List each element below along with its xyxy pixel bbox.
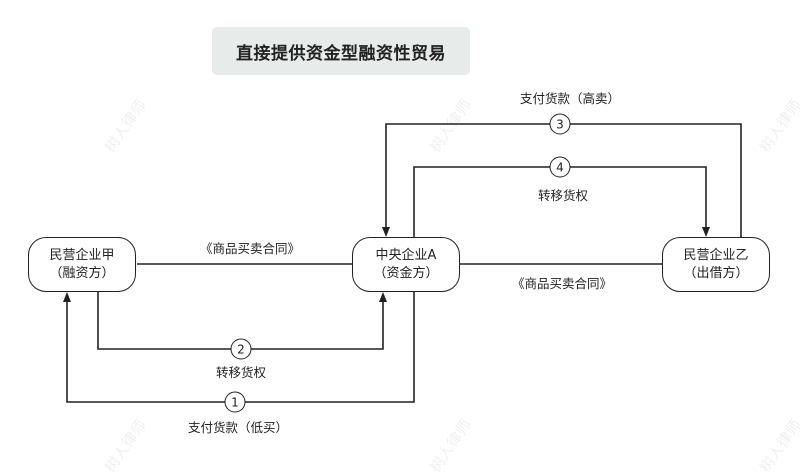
step-4-label: 转移货权 [537, 188, 589, 203]
step-3-label: 支付货款（高卖） [519, 91, 621, 106]
node-name: 民营企业甲 [49, 247, 115, 263]
contract-label-a-yi: 《商品买卖合同》 [511, 276, 613, 291]
node-private-enterprise-yi: 民营企业乙 （出借方） [662, 237, 770, 292]
node-name: 中央企业A [375, 247, 437, 263]
step-4-badge: 4 [549, 156, 571, 178]
node-private-enterprise-jia: 民营企业甲 （融资方） [28, 237, 136, 292]
node-central-enterprise-a: 中央企业A （资金方） [352, 237, 460, 292]
step-2-label: 转移货权 [215, 365, 267, 380]
node-role: （融资方） [49, 265, 115, 281]
node-role: （资金方） [373, 265, 439, 281]
node-name: 民营企业乙 [683, 247, 749, 263]
contract-label-jia-a: 《商品买卖合同》 [199, 241, 301, 256]
step-2-badge: 2 [230, 338, 252, 360]
step-1-label: 支付货款（低买） [187, 420, 289, 435]
flow-3-arrow [385, 123, 742, 237]
diagram-title: 直接提供资金型融资性贸易 [236, 43, 446, 64]
title-box: 直接提供资金型融资性贸易 [212, 27, 470, 75]
step-3-badge: 3 [549, 113, 571, 135]
step-1-badge: 1 [224, 391, 246, 413]
node-role: （出借方） [683, 265, 749, 281]
